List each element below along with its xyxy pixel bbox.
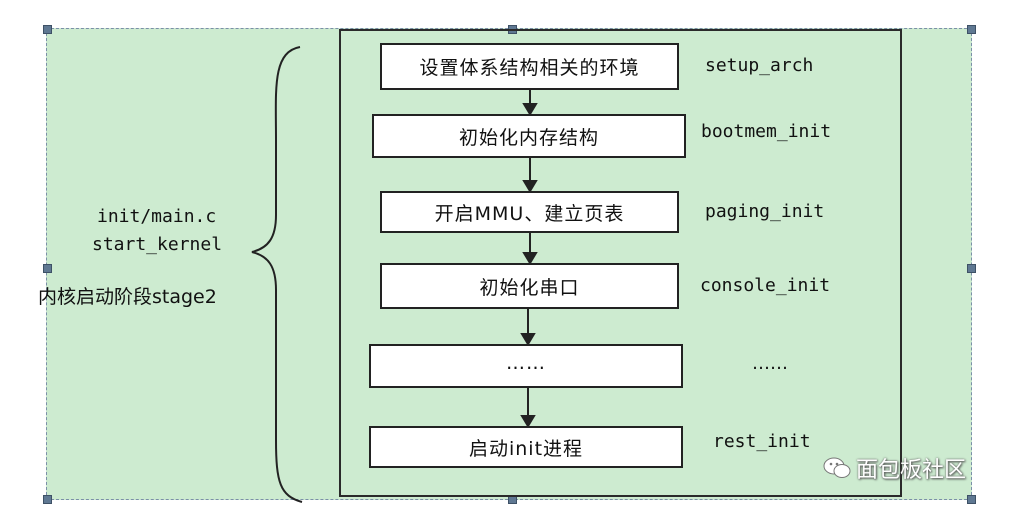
arrow-2-head (522, 180, 538, 193)
func-bootmem-init: bootmem_init (701, 121, 832, 142)
arrow-1-head (522, 103, 538, 116)
step-label: 开启MMU、建立页表 (434, 202, 625, 225)
resize-handle-bottom-right[interactable] (967, 495, 976, 504)
func-paging-init: paging_init (705, 201, 825, 222)
resize-handle-top-left[interactable] (43, 25, 52, 34)
stage-label: 内核启动阶段stage2 (38, 286, 217, 308)
step-bootmem-init: 初始化内存结构 (372, 114, 686, 158)
step-label: 设置体系结构相关的环境 (419, 57, 640, 79)
step-rest-init: 启动init进程 (369, 426, 683, 468)
func-rest-init: rest_init (713, 431, 811, 452)
resize-handle-bottom-left[interactable] (43, 495, 52, 504)
watermark-text: 面包板社区 (856, 458, 967, 483)
curly-brace (251, 46, 303, 503)
arrow-5-head (520, 415, 536, 428)
resize-handle-middle-right[interactable] (967, 264, 976, 273)
step-console-init: 初始化串口 (380, 263, 679, 309)
resize-handle-middle-left[interactable] (43, 264, 52, 273)
func-ellipsis: …… (752, 353, 788, 374)
func-setup-arch: setup_arch (705, 55, 814, 76)
step-setup-arch: 设置体系结构相关的环境 (380, 43, 679, 90)
arrow-3-head (522, 252, 538, 265)
entry-function-label: start_kernel (92, 234, 223, 255)
func-console-init: console_init (700, 275, 831, 296)
step-label: 初始化内存结构 (458, 126, 599, 149)
step-label: …… (506, 352, 546, 374)
source-file-label: init/main.c (97, 206, 217, 227)
wechat-icon (823, 457, 851, 478)
arrow-4-head (520, 333, 536, 346)
step-ellipsis: …… (369, 344, 683, 388)
step-label: 初始化串口 (479, 276, 580, 299)
watermark: 面包板社区 (822, 452, 966, 484)
resize-handle-top-right[interactable] (967, 25, 976, 34)
step-paging-init: 开启MMU、建立页表 (380, 191, 679, 233)
stage2-container (339, 29, 902, 497)
step-label: 启动init进程 (468, 437, 584, 460)
